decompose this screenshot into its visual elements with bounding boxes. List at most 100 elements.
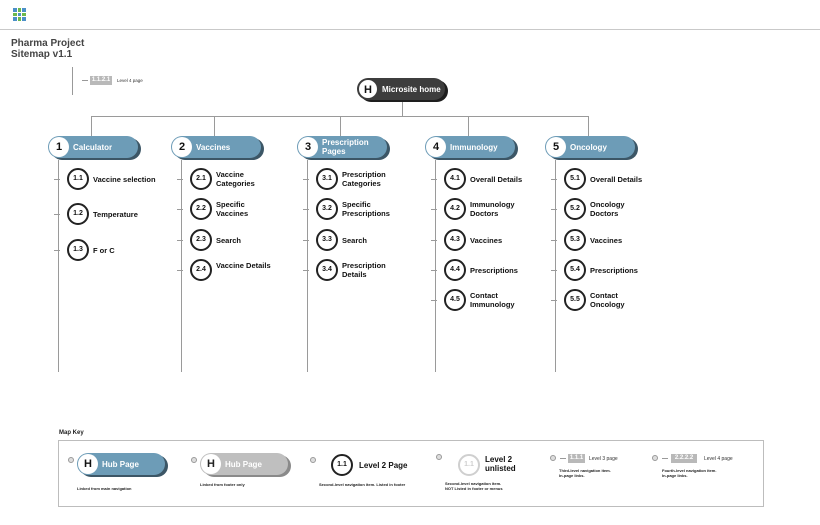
page-node-1-1[interactable]: 1.1 xyxy=(67,168,89,190)
page-node-5-2[interactable]: 5.2 xyxy=(564,198,586,220)
key-level3-code: 1.1.1 xyxy=(568,454,585,463)
key-footer-hub-page: H Hub Page xyxy=(200,453,288,475)
section-hub-4[interactable]: 4 Immunology xyxy=(425,136,515,158)
key-level2-caption: Second-level navigation item. Listed in … xyxy=(319,482,406,487)
key-level2-node: 1.1 xyxy=(331,454,353,476)
page-node-5-4[interactable]: 5.4 xyxy=(564,259,586,281)
page-node-4-5[interactable]: 4.5 xyxy=(444,289,466,311)
map-key-title: Map Key xyxy=(59,430,84,436)
node-connector xyxy=(431,240,437,241)
node-connector xyxy=(551,300,557,301)
section-drop-line xyxy=(588,116,589,136)
page-node-2-3[interactable]: 2.3 xyxy=(190,229,212,251)
key-dot xyxy=(68,457,74,463)
page-label: Vaccines xyxy=(470,236,503,245)
page-label: Vaccine Categories xyxy=(216,170,255,188)
title-line-1: Pharma Project xyxy=(11,38,85,49)
key-unlisted-caption-2: NOT Listed in footer or menus xyxy=(445,486,503,491)
page-label: Overall Details xyxy=(470,175,523,184)
section-label: Immunology xyxy=(450,142,498,152)
node-connector xyxy=(551,240,557,241)
section-hub-2[interactable]: 2 Vaccines xyxy=(171,136,261,158)
key-footer-hub-label: Hub Page xyxy=(225,459,262,469)
node-connector xyxy=(54,250,60,251)
section-label: Calculator xyxy=(73,142,113,152)
key-hub-badge: H xyxy=(78,454,98,474)
logo-square xyxy=(17,8,22,12)
key-dot xyxy=(191,457,197,463)
page-label: Overall Details xyxy=(590,175,643,184)
key-level3-label: Level 3 page xyxy=(589,456,618,462)
page-node-4-3[interactable]: 4.3 xyxy=(444,229,466,251)
page-node-2-1[interactable]: 2.1 xyxy=(190,168,212,190)
key-level3-caption-1: Third-level navigation item. xyxy=(559,468,611,473)
node-connector xyxy=(177,209,183,210)
page-label: Specific Vaccines xyxy=(216,200,249,218)
page-node-4-1[interactable]: 4.1 xyxy=(444,168,466,190)
node-connector xyxy=(303,240,309,241)
section-drop-line xyxy=(91,116,92,136)
microsite-home-node[interactable]: H Microsite home xyxy=(357,78,445,100)
app-grid-icon[interactable] xyxy=(13,8,26,21)
node-connector xyxy=(54,179,60,180)
page-node-3-4[interactable]: 3.4 xyxy=(316,259,338,281)
home-connector xyxy=(402,99,403,116)
page-label: Prescription Categories xyxy=(342,170,386,188)
page-node-5-1[interactable]: 5.1 xyxy=(564,168,586,190)
key-footer-hub-badge: H xyxy=(201,454,221,474)
page-node-3-3[interactable]: 3.3 xyxy=(316,229,338,251)
key-level4-code: 2.2.2.2 xyxy=(671,454,697,463)
section-drop-line xyxy=(214,116,215,136)
page-node-5-3[interactable]: 5.3 xyxy=(564,229,586,251)
key-hub-page: H Hub Page xyxy=(77,453,165,475)
logo-square xyxy=(13,12,17,17)
page-node-4-2[interactable]: 4.2 xyxy=(444,198,466,220)
key-dot xyxy=(310,457,316,463)
section-badge: 2 xyxy=(172,137,192,157)
page-label: Contact Immunology xyxy=(470,291,515,309)
page-node-3-1[interactable]: 3.1 xyxy=(316,168,338,190)
section-drop-line xyxy=(340,116,341,136)
section-label: Vaccines xyxy=(196,142,231,152)
page-node-1-3[interactable]: 1.3 xyxy=(67,239,89,261)
key-level2-label: Level 2 Page xyxy=(359,461,408,470)
section-spine xyxy=(555,160,556,372)
section-label: Prescription Pages xyxy=(322,138,369,156)
section-spine xyxy=(307,160,308,372)
section-spine xyxy=(58,160,59,372)
page-node-1-2[interactable]: 1.2 xyxy=(67,203,89,225)
key-level4-caption-2: In-page links. xyxy=(662,473,688,478)
home-badge: H xyxy=(358,79,378,99)
page-node-5-5[interactable]: 5.5 xyxy=(564,289,586,311)
node-connector xyxy=(177,179,183,180)
page-title: Pharma Project Sitemap v1.1 xyxy=(11,38,131,60)
logo-square xyxy=(22,12,26,17)
page-label: F or C xyxy=(93,246,115,255)
logo-square xyxy=(13,17,17,21)
key-unlisted-label: Level 2 unlisted xyxy=(485,455,516,473)
key-unlisted-caption-1: Second-level navigation item. xyxy=(445,481,502,486)
page-node-4-4[interactable]: 4.4 xyxy=(444,259,466,281)
node-connector xyxy=(551,179,557,180)
page-node-2-2[interactable]: 2.2 xyxy=(190,198,212,220)
page-label: Temperature xyxy=(93,210,138,219)
section-badge: 3 xyxy=(298,137,318,157)
logo-square xyxy=(22,8,26,12)
node-connector xyxy=(431,300,437,301)
header-divider xyxy=(0,29,820,30)
key-dot xyxy=(652,455,658,461)
page-node-2-4[interactable]: 2.4 xyxy=(190,259,212,281)
page-label: Search xyxy=(216,236,242,245)
section-badge: 4 xyxy=(426,137,446,157)
page-label: Specific Prescriptions xyxy=(342,200,390,218)
section-spine xyxy=(181,160,182,372)
page-label: Prescriptions xyxy=(470,266,518,275)
logo-square xyxy=(22,17,26,21)
node-connector xyxy=(431,179,437,180)
page-node-3-2[interactable]: 3.2 xyxy=(316,198,338,220)
page-label: Vaccines xyxy=(590,236,623,245)
page-label: Vaccine Details xyxy=(216,261,271,270)
